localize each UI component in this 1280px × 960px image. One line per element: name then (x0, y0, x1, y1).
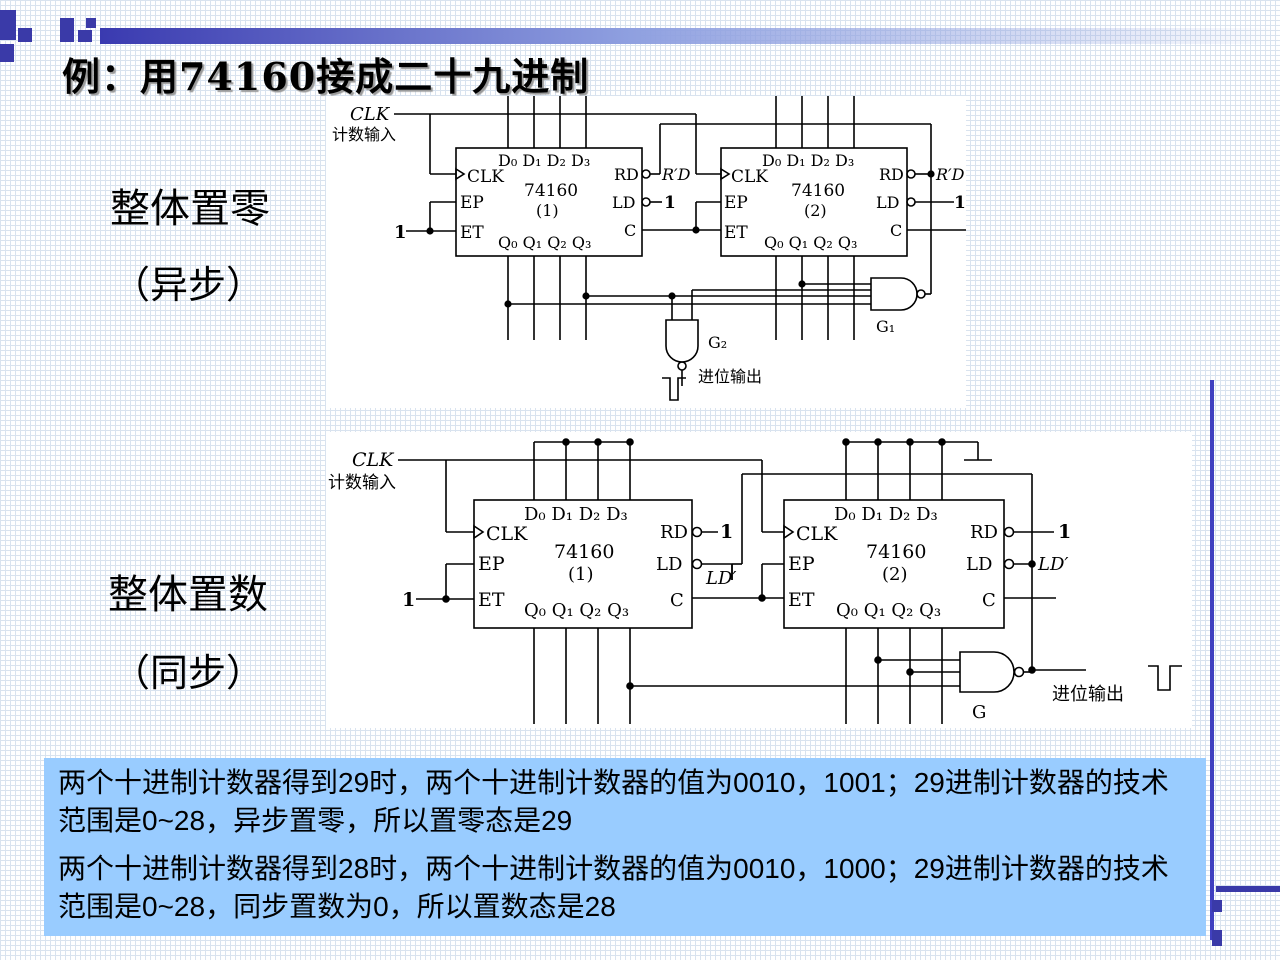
gate-g1-label: G₁ (876, 317, 895, 336)
sync-label: 整体置数 (108, 572, 268, 618)
sync-sublabel: （同步） (112, 651, 265, 695)
chip2-pins-top: D₀ D₁ D₂ D₃ (762, 151, 854, 170)
chip2-c-pin: C (982, 590, 996, 611)
chip2-et-pin: ET (724, 223, 748, 243)
chip1-c-pin: C (670, 590, 684, 611)
chip2-ep-pin: EP (788, 553, 815, 575)
chip2-name: 74160 (866, 541, 926, 563)
chip2-index: (2) (804, 201, 827, 220)
chip1-index: (1) (568, 564, 594, 585)
chip1-rd-pin: RD (614, 165, 639, 184)
decor-square-2 (18, 28, 32, 42)
slide-title: 例：用74160接成二十九进制 (62, 54, 590, 99)
ld-one-label-1: 1 (664, 193, 676, 213)
chip2-ep-pin: EP (724, 193, 748, 213)
chip1-ep-pin: EP (460, 193, 484, 213)
chip1-name: 74160 (554, 541, 614, 563)
chip2-rd-pin: RD (879, 165, 904, 184)
chip2-et-pin: ET (788, 589, 815, 611)
carry-output-label: 进位输出 (698, 367, 762, 386)
ld-prime-label-2: LD′ (1037, 554, 1068, 575)
chip1-pins-bottom: Q₀ Q₁ Q₂ Q₃ (524, 600, 629, 621)
rd-one-label-2: 1 (1058, 521, 1071, 543)
sync-preset-diagram: CLK 计数输入 D₀ D₁ D₂ D₃ CLK 74160 (1) EP ET… (326, 432, 1192, 728)
explanation-box: 两个十进制计数器得到29时，两个十进制计数器的值为0010，1001；29进制计… (44, 758, 1206, 936)
chip1-ld-pin: LD (612, 193, 635, 212)
chip1-name: 74160 (524, 181, 578, 201)
decor-square-5 (78, 30, 92, 42)
rd-prime-label-2: R′D (935, 165, 965, 184)
chip2-pins-top: D₀ D₁ D₂ D₃ (834, 504, 938, 525)
chip1-clk-pin: CLK (467, 167, 504, 187)
chip1-clk-pin: CLK (486, 523, 528, 545)
chip2-pins-bottom: Q₀ Q₁ Q₂ Q₃ (836, 600, 941, 621)
chip1-et-pin: ET (460, 223, 484, 243)
rd-prime-label-1: R′D (661, 165, 691, 184)
decor-square-4 (60, 18, 74, 42)
chip2-ld-pin: LD (966, 554, 992, 575)
clk-input-label: 计数输入 (332, 125, 396, 144)
rd-one-label-1: 1 (720, 521, 733, 543)
async-label: 整体置零 (110, 186, 270, 232)
chip2-clk-pin: CLK (731, 167, 768, 187)
chip1-pins-top: D₀ D₁ D₂ D₃ (524, 504, 628, 525)
chip1-ld-pin: LD (656, 554, 682, 575)
ld-prime-label-1: LD′ (705, 568, 736, 589)
chip2-name: 74160 (791, 181, 845, 201)
chip1-rd-pin: RD (660, 522, 688, 543)
title-gradient-bar (100, 28, 1280, 44)
decor-square-7 (1216, 886, 1280, 892)
chip2-index: (2) (882, 564, 908, 585)
chip2-c-pin: C (890, 221, 902, 240)
decor-square-3 (0, 44, 14, 62)
async-sublabel: （异步） (112, 263, 265, 307)
chip1-ep-pin: EP (478, 553, 505, 575)
decor-square-1 (0, 10, 16, 40)
decor-square-6 (86, 18, 96, 28)
gate-g2-label: G₂ (708, 333, 727, 352)
one-input-label: 1 (394, 222, 407, 243)
carry-output-label: 进位输出 (1052, 684, 1124, 705)
chip1-index: (1) (536, 201, 559, 220)
chip2-rd-pin: RD (970, 522, 998, 543)
chip1-pins-top: D₀ D₁ D₂ D₃ (498, 151, 590, 170)
right-accent-line (1210, 380, 1214, 940)
chip2-ld-pin: LD (876, 193, 899, 212)
chip1-pins-bottom: Q₀ Q₁ Q₂ Q₃ (498, 233, 591, 252)
gate-g2 (665, 319, 699, 363)
async-reset-diagram: CLK 计数输入 D₀ D₁ D₂ D₃ CLK 74160 (1) EP ET… (326, 96, 966, 408)
chip2-clk-pin: CLK (796, 523, 838, 545)
decor-square-9 (1212, 930, 1222, 946)
clk-label: CLK (352, 449, 395, 471)
gate-g (959, 651, 1015, 693)
gate-g-label: G (972, 702, 986, 723)
ld-one-label-2: 1 (954, 193, 966, 213)
note-async: 两个十进制计数器得到29时，两个十进制计数器的值为0010，1001；29进制计… (58, 767, 1169, 836)
chip1-et-pin: ET (478, 589, 505, 611)
clk-input-label: 计数输入 (328, 473, 396, 493)
clk-label: CLK (350, 104, 391, 125)
one-input-label: 1 (402, 589, 415, 611)
decor-square-8 (1212, 900, 1222, 912)
gate-g1 (870, 277, 918, 311)
chip1-c-pin: C (624, 221, 636, 240)
chip2-pins-bottom: Q₀ Q₁ Q₂ Q₃ (764, 233, 857, 252)
note-sync: 两个十进制计数器得到28时，两个十进制计数器的值为0010，1000；29进制计… (58, 853, 1169, 922)
